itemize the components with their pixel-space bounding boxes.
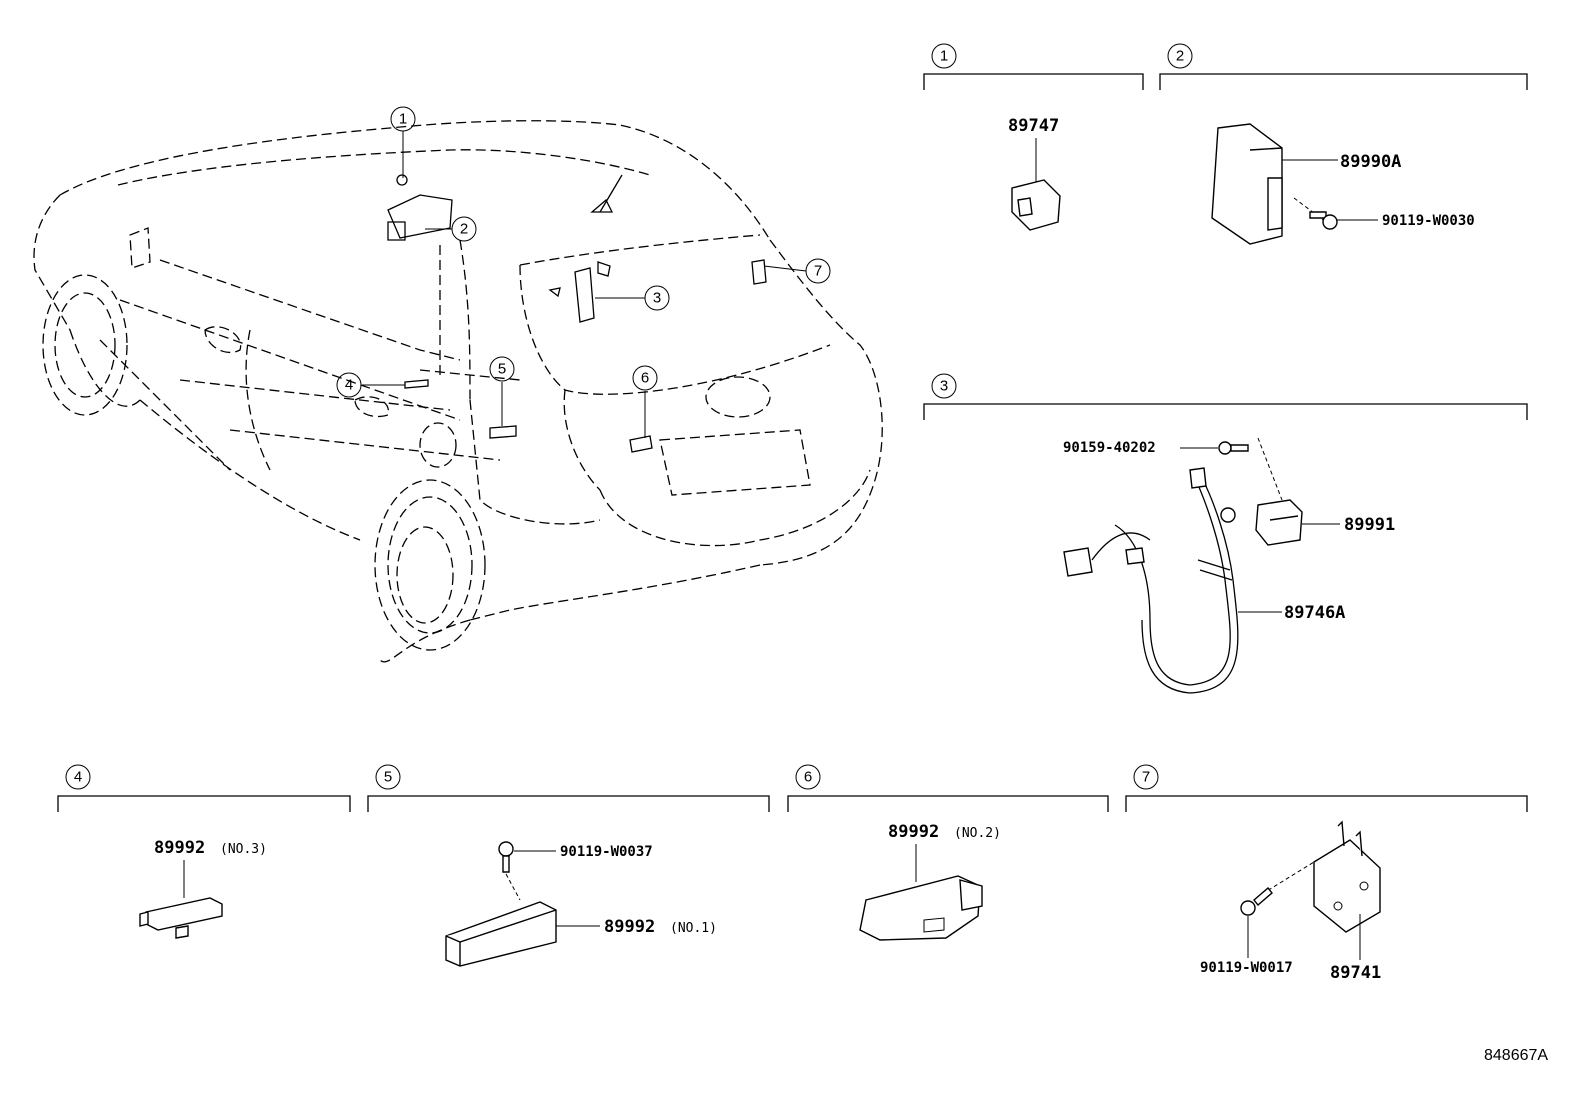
- screw-90159-40202-drawing: [1218, 441, 1249, 455]
- screw-90119-W0030-label: 90119-W0030: [1382, 213, 1475, 229]
- part-89992-no1-note: (NO.1): [670, 921, 717, 936]
- svg-text:2: 2: [460, 221, 468, 238]
- part-89992-no1-label: 89992: [604, 917, 655, 937]
- part-89741-label: 89741: [1330, 963, 1381, 983]
- svg-text:3: 3: [653, 290, 661, 307]
- part-89746A-label: 89746A: [1284, 603, 1345, 623]
- car-callout-6: 6: [632, 365, 658, 391]
- part-89992-no3-drawing: [139, 897, 223, 939]
- car-callout-2: 2: [451, 216, 477, 242]
- part-89991-label: 89991: [1344, 515, 1395, 535]
- part-89992-no2-note: (NO.2): [954, 826, 1001, 841]
- screw-90119-W0017-drawing: [1240, 886, 1273, 916]
- part-89992-no2-drawing: [859, 875, 983, 941]
- part-89992-no3-label: 89992: [154, 838, 205, 858]
- part-89992-no2-label: 89992: [888, 822, 939, 842]
- svg-text:1: 1: [399, 111, 407, 128]
- car-callout-5: 5: [489, 356, 515, 382]
- screw-90119-W0030-drawing: [1309, 211, 1338, 230]
- group-3-number: 3: [940, 378, 948, 395]
- group-7: 7 90119-W0017 89741: [1125, 764, 1528, 983]
- group-1-number: 1: [940, 48, 948, 65]
- group-3: 3 90159-40202 89991 89746A: [923, 373, 1528, 694]
- group-4-number: 4: [74, 769, 82, 786]
- group-6-number: 6: [804, 769, 812, 786]
- svg-text:4: 4: [345, 377, 353, 394]
- part-89992-no1-drawing: [445, 901, 557, 967]
- svg-text:7: 7: [814, 263, 822, 280]
- svg-text:5: 5: [498, 361, 506, 378]
- part-89747-label: 89747: [1008, 116, 1059, 136]
- part-89746A-drawing: [1063, 467, 1239, 694]
- group-6: 6 89992 (NO.2): [787, 764, 1109, 941]
- group-7-number: 7: [1142, 769, 1150, 786]
- part-89990A-label: 89990A: [1340, 152, 1401, 172]
- group-2-number: 2: [1176, 48, 1184, 65]
- group-5-number: 5: [384, 769, 392, 786]
- group-1: 1 89747: [923, 43, 1144, 231]
- screw-90119-W0017-label: 90119-W0017: [1200, 960, 1293, 976]
- diagram-reference-code: 848667A: [1484, 1047, 1548, 1064]
- svg-text:6: 6: [641, 370, 649, 387]
- car-illustration: 1 2 3 4 5 6 7: [33, 106, 883, 663]
- part-89741-drawing: [1313, 820, 1381, 933]
- car-callout-1: 1: [390, 106, 416, 132]
- group-4: 4 89992 (NO.3): [57, 764, 351, 939]
- screw-90159-40202-label: 90159-40202: [1063, 440, 1156, 456]
- part-89990A-drawing: [1211, 123, 1283, 245]
- car-callout-7: 7: [805, 258, 831, 284]
- car-callout-3: 3: [644, 285, 670, 311]
- screw-90119-W0037-label: 90119-W0037: [560, 844, 653, 860]
- part-89991-drawing: [1255, 499, 1303, 546]
- part-89992-no3-note: (NO.3): [220, 842, 267, 857]
- car-callout-4: 4: [336, 372, 362, 398]
- group-5: 5 90119-W0037 89992 (NO.1): [367, 764, 770, 967]
- screw-90119-W0037-drawing: [498, 841, 514, 873]
- part-89747-drawing: [1011, 179, 1061, 231]
- group-2: 2 89990A 90119-W0030: [1159, 43, 1528, 245]
